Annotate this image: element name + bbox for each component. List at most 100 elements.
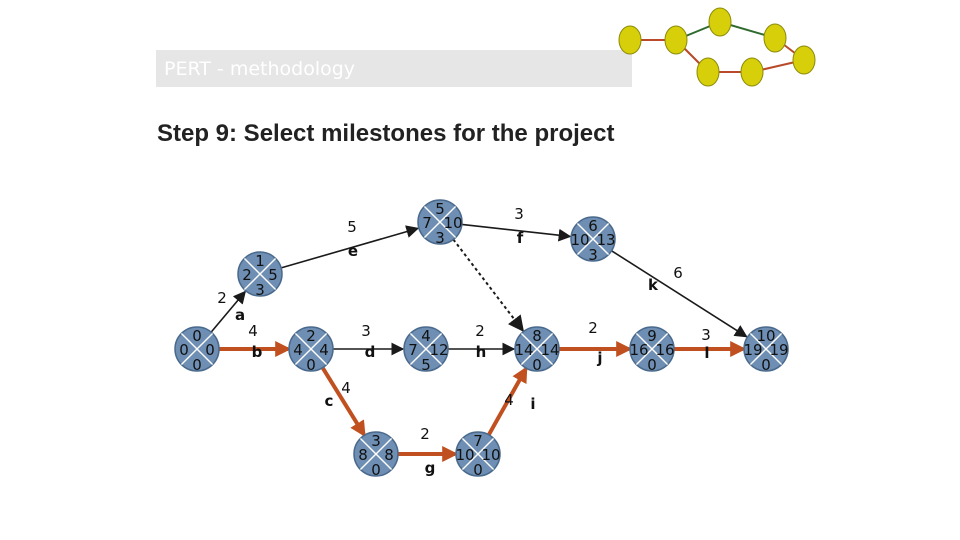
node-divider: [635, 332, 669, 366]
node-value-right: 10: [443, 214, 462, 232]
activity-duration: 2: [588, 319, 598, 337]
node-value-bottom: 0: [306, 356, 316, 374]
node-value-left: 10: [570, 231, 589, 249]
node-value-right: 12: [429, 341, 448, 359]
event-node: 814 140: [514, 326, 560, 374]
event-node: 57 103: [417, 199, 463, 247]
node-divider: [576, 222, 610, 256]
slide-heading: Step 9: Select milestones for the projec…: [157, 120, 615, 147]
node-value-right: 8: [384, 446, 394, 464]
node-value-top: 4: [421, 327, 431, 345]
activity-name: l: [704, 344, 709, 362]
node-value-bottom: 3: [255, 281, 265, 299]
activity-name: d: [365, 343, 376, 361]
node-divider: [180, 332, 214, 366]
activity-duration: 3: [361, 322, 371, 340]
node-value-left: 19: [743, 341, 762, 359]
node-value-top: 6: [588, 217, 598, 235]
decorative-node: [618, 25, 642, 55]
activity-name: g: [425, 459, 436, 477]
activity-arrow-e: [280, 225, 420, 269]
activity-arrow-a: [210, 290, 247, 333]
title-banner: PERT - methodology: [156, 50, 632, 87]
decorative-node: [664, 25, 688, 55]
event-node: 610 133: [570, 216, 616, 264]
activity-duration: 3: [514, 205, 524, 223]
banner-title: PERT - methodology: [164, 58, 356, 80]
activity-duration: 3: [701, 326, 711, 344]
node-value-bottom: 0: [761, 356, 771, 374]
node-value-right: 19: [769, 341, 788, 359]
activity-duration: 6: [673, 264, 683, 282]
event-node: 916 160: [629, 326, 675, 374]
activity-duration: 2: [217, 289, 227, 307]
activity-arrow-f: [461, 223, 572, 242]
node-value-bottom: 0: [371, 461, 381, 479]
activity-name: b: [252, 343, 263, 361]
activity-duration: 2: [475, 322, 485, 340]
decorative-node: [763, 23, 787, 53]
node-value-right: 4: [319, 341, 329, 359]
node-value-right: 14: [540, 341, 559, 359]
decorative-node: [792, 45, 816, 75]
node-value-top: 8: [532, 327, 542, 345]
node-value-top: 10: [756, 327, 775, 345]
activity-duration: 2: [420, 425, 430, 443]
decorative-node: [708, 7, 732, 37]
node-value-left: 16: [629, 341, 648, 359]
node-value-bottom: 3: [435, 229, 445, 247]
activity-name: j: [596, 349, 602, 367]
activity-name: a: [235, 306, 245, 324]
node-divider: [520, 332, 554, 366]
activity-name: k: [648, 276, 659, 294]
activity-duration: 4: [504, 391, 514, 409]
node-value-bottom: 0: [532, 356, 542, 374]
node-value-bottom: 0: [647, 356, 657, 374]
event-node: 47 125: [403, 326, 449, 374]
activity-arrow-i: [487, 366, 528, 436]
activity-name: c: [325, 392, 334, 410]
activity-duration: 4: [248, 322, 258, 340]
node-divider: [749, 332, 783, 366]
node-divider: [409, 332, 443, 366]
node-value-bottom: 5: [421, 356, 431, 374]
node-value-right: 13: [596, 231, 615, 249]
activity-arrow-c: [320, 366, 366, 438]
node-value-left: 10: [455, 446, 474, 464]
node-value-right: 0: [205, 341, 215, 359]
dummy-activity-arrow: [452, 238, 525, 332]
node-value-left: 0: [179, 341, 189, 359]
decorative-node: [740, 57, 764, 87]
node-divider: [461, 437, 495, 471]
node-value-bottom: 3: [588, 246, 598, 264]
node-value-top: 9: [647, 327, 657, 345]
node-value-right: 16: [655, 341, 674, 359]
node-value-top: 1: [255, 252, 265, 270]
node-value-top: 3: [371, 432, 381, 450]
node-divider: [423, 205, 457, 239]
activity-duration: 5: [347, 218, 357, 236]
node-value-right: 10: [481, 446, 500, 464]
node-value-top: 5: [435, 200, 445, 218]
node-value-left: 8: [358, 446, 368, 464]
node-value-bottom: 0: [192, 356, 202, 374]
node-divider: [294, 332, 328, 366]
node-value-left: 7: [422, 214, 432, 232]
node-value-left: 4: [293, 341, 303, 359]
node-value-left: 7: [408, 341, 418, 359]
node-value-left: 2: [242, 266, 252, 284]
activity-duration: 4: [341, 379, 351, 397]
node-value-left: 14: [514, 341, 533, 359]
activity-arrow-k: [611, 250, 748, 338]
activity-name: i: [530, 395, 535, 413]
node-divider: [243, 257, 277, 291]
node-value-right: 5: [268, 266, 278, 284]
activity-name: f: [517, 229, 524, 247]
